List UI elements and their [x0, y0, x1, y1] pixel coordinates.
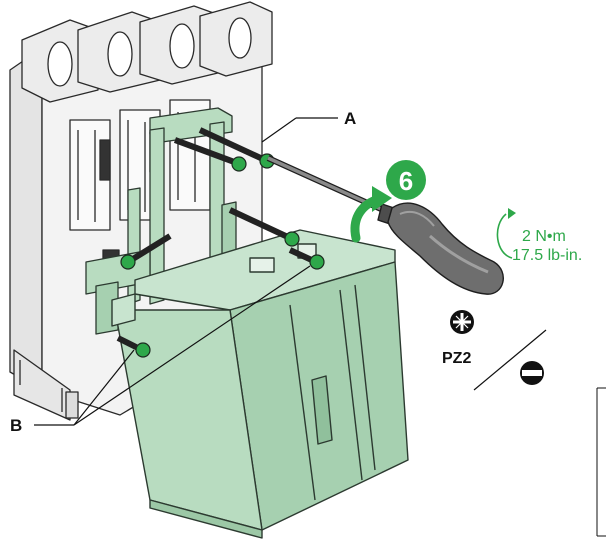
screw-cover-right	[288, 247, 325, 270]
screw-middle-right	[228, 207, 300, 247]
flat-blade-icon	[520, 361, 544, 385]
step-number: 6	[399, 166, 413, 196]
screwdriver	[266, 155, 504, 295]
callout-b-label: B	[10, 416, 22, 435]
torque-metric: 2 N•m	[522, 228, 566, 245]
pozidriv-label: PZ2	[442, 350, 471, 367]
screw-middle-left	[120, 233, 172, 270]
callout-b: B	[10, 265, 311, 435]
callout-a-label: A	[344, 109, 356, 128]
pozidriv-icon	[450, 310, 474, 334]
tool-divider	[473, 329, 547, 391]
torque-imperial: 17.5 lb-in.	[512, 247, 582, 264]
rotation-arrow	[350, 186, 392, 243]
step-badge: 6	[386, 160, 426, 200]
screw-cover-left	[116, 335, 151, 358]
terminal-cover	[111, 229, 409, 539]
callout-a: A	[261, 109, 356, 143]
torque-spec: 2 N•m 17.5 lb-in.	[496, 208, 582, 264]
torque-arrow-icon	[496, 213, 513, 259]
adjacent-figure-edge	[596, 387, 606, 537]
screw-upper-2	[173, 137, 247, 172]
